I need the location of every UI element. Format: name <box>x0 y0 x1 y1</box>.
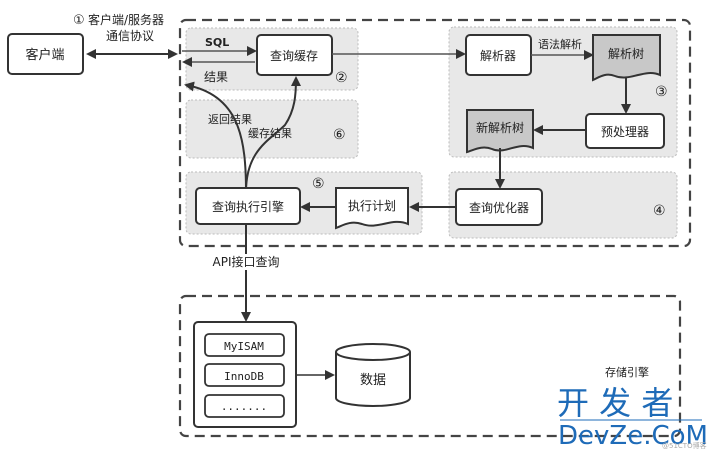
syntax-label: 语法解析 <box>538 37 582 51</box>
watermark-cn: 开 发 者 <box>557 384 673 422</box>
exec-engine-box[interactable] <box>195 187 301 225</box>
optimizer-zone-num: ④ <box>653 203 666 219</box>
engine-more-label: ....... <box>221 400 267 413</box>
protocol-line1: 客户端/服务器 <box>88 12 164 27</box>
data-label: 数据 <box>360 373 386 388</box>
return-result-label: 返回结果 <box>208 113 252 126</box>
preprocessor-label: 预处理器 <box>601 125 649 139</box>
sql-label: SQL <box>205 36 229 49</box>
parser-label: 解析器 <box>480 49 516 63</box>
exec-zone-num: ⑤ <box>312 176 325 192</box>
query-cache-box[interactable] <box>256 34 333 76</box>
exec-plan-doc[interactable] <box>335 187 409 230</box>
new-parse-tree-doc[interactable] <box>466 109 534 154</box>
protocol-num: ① <box>73 13 85 28</box>
watermark-en: DevZe.CoM <box>558 421 708 451</box>
engine-myisam[interactable] <box>204 333 285 357</box>
engine-myisam-label: MyISAM <box>224 340 264 353</box>
parse-zone-num: ③ <box>655 84 668 100</box>
api-label: API接口查询 <box>213 254 280 269</box>
return-zone <box>185 99 359 159</box>
watermark-small: @51CTO博客 <box>662 441 707 450</box>
engine-more[interactable] <box>204 394 285 418</box>
parse-tree-doc[interactable] <box>592 34 661 82</box>
engine-innodb[interactable] <box>204 363 285 387</box>
return-result-arrow <box>184 81 247 193</box>
protocol-line2: 通信协议 <box>106 28 154 43</box>
storage-title: 存储引擎 <box>605 365 649 379</box>
server-boundary <box>178 18 692 248</box>
return-zone-num: ⑥ <box>333 127 346 143</box>
exec-plan-label: 执行计划 <box>348 199 396 213</box>
query-cache-label: 查询缓存 <box>270 49 318 63</box>
result-label: 结果 <box>204 70 228 84</box>
optimizer-label: 查询优化器 <box>469 201 529 215</box>
engine-innodb-label: InnoDB <box>224 370 264 383</box>
client-box[interactable] <box>7 33 84 75</box>
new-parse-tree-label: 新解析树 <box>476 120 524 135</box>
database-cylinder-icon <box>335 343 411 407</box>
parse-tree-label: 解析树 <box>608 46 644 61</box>
storage-boundary <box>178 294 682 438</box>
cache-result-arrow <box>245 76 301 193</box>
cache-zone-num: ② <box>335 70 348 86</box>
exec-engine-label: 查询执行引擎 <box>212 199 284 214</box>
client-label: 客户端 <box>25 47 64 63</box>
